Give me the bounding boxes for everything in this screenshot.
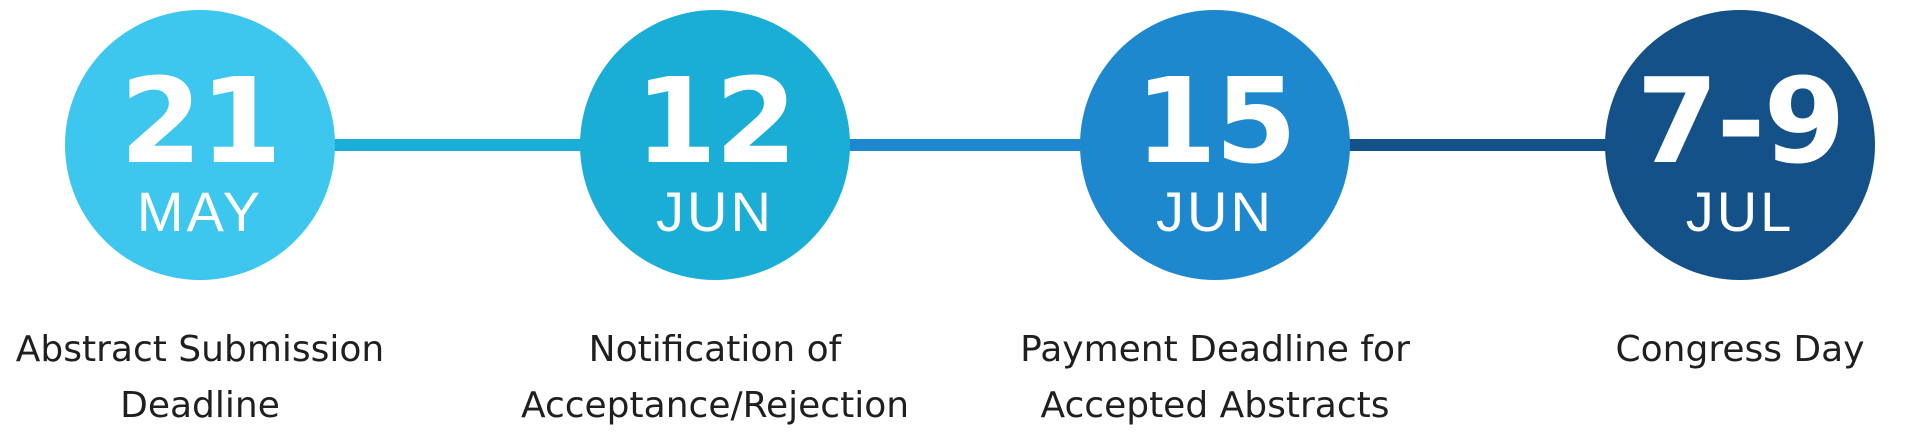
caption-line: Abstract Submission	[15, 329, 385, 370]
milestone-caption: Abstract Submission Deadline	[0, 322, 420, 434]
caption-line: Notification of	[588, 329, 842, 370]
date-circle: 7-9 JUL	[1605, 10, 1875, 280]
date-month: JUL	[1685, 180, 1795, 243]
milestone-caption: Payment Deadline for Accepted Abstracts	[995, 322, 1435, 434]
milestone-caption: Notification of Acceptance/Rejection	[495, 322, 935, 434]
date-circle: 15 JUN	[1080, 10, 1350, 280]
caption-line: Deadline	[120, 385, 280, 426]
date-day: 12	[634, 52, 797, 190]
caption-line: Payment Deadline for	[1020, 329, 1410, 370]
date-month: JUN	[1156, 180, 1274, 243]
date-day: 15	[1134, 52, 1297, 190]
caption-line: Acceptance/Rejection	[520, 385, 910, 426]
date-circle: 21 MAY	[65, 10, 335, 280]
connector-3	[1348, 139, 1610, 151]
date-day: 21	[119, 52, 282, 190]
date-month: MAY	[136, 180, 264, 243]
date-month: JUN	[656, 180, 774, 243]
date-circle: 12 JUN	[580, 10, 850, 280]
connector-2	[848, 139, 1084, 151]
caption-line: Congress Day	[1615, 329, 1865, 370]
connector-1	[332, 139, 582, 151]
caption-line: Accepted Abstracts	[1040, 385, 1390, 426]
milestone-caption: Congress Day	[1520, 322, 1920, 378]
date-day: 7-9	[1636, 52, 1845, 190]
